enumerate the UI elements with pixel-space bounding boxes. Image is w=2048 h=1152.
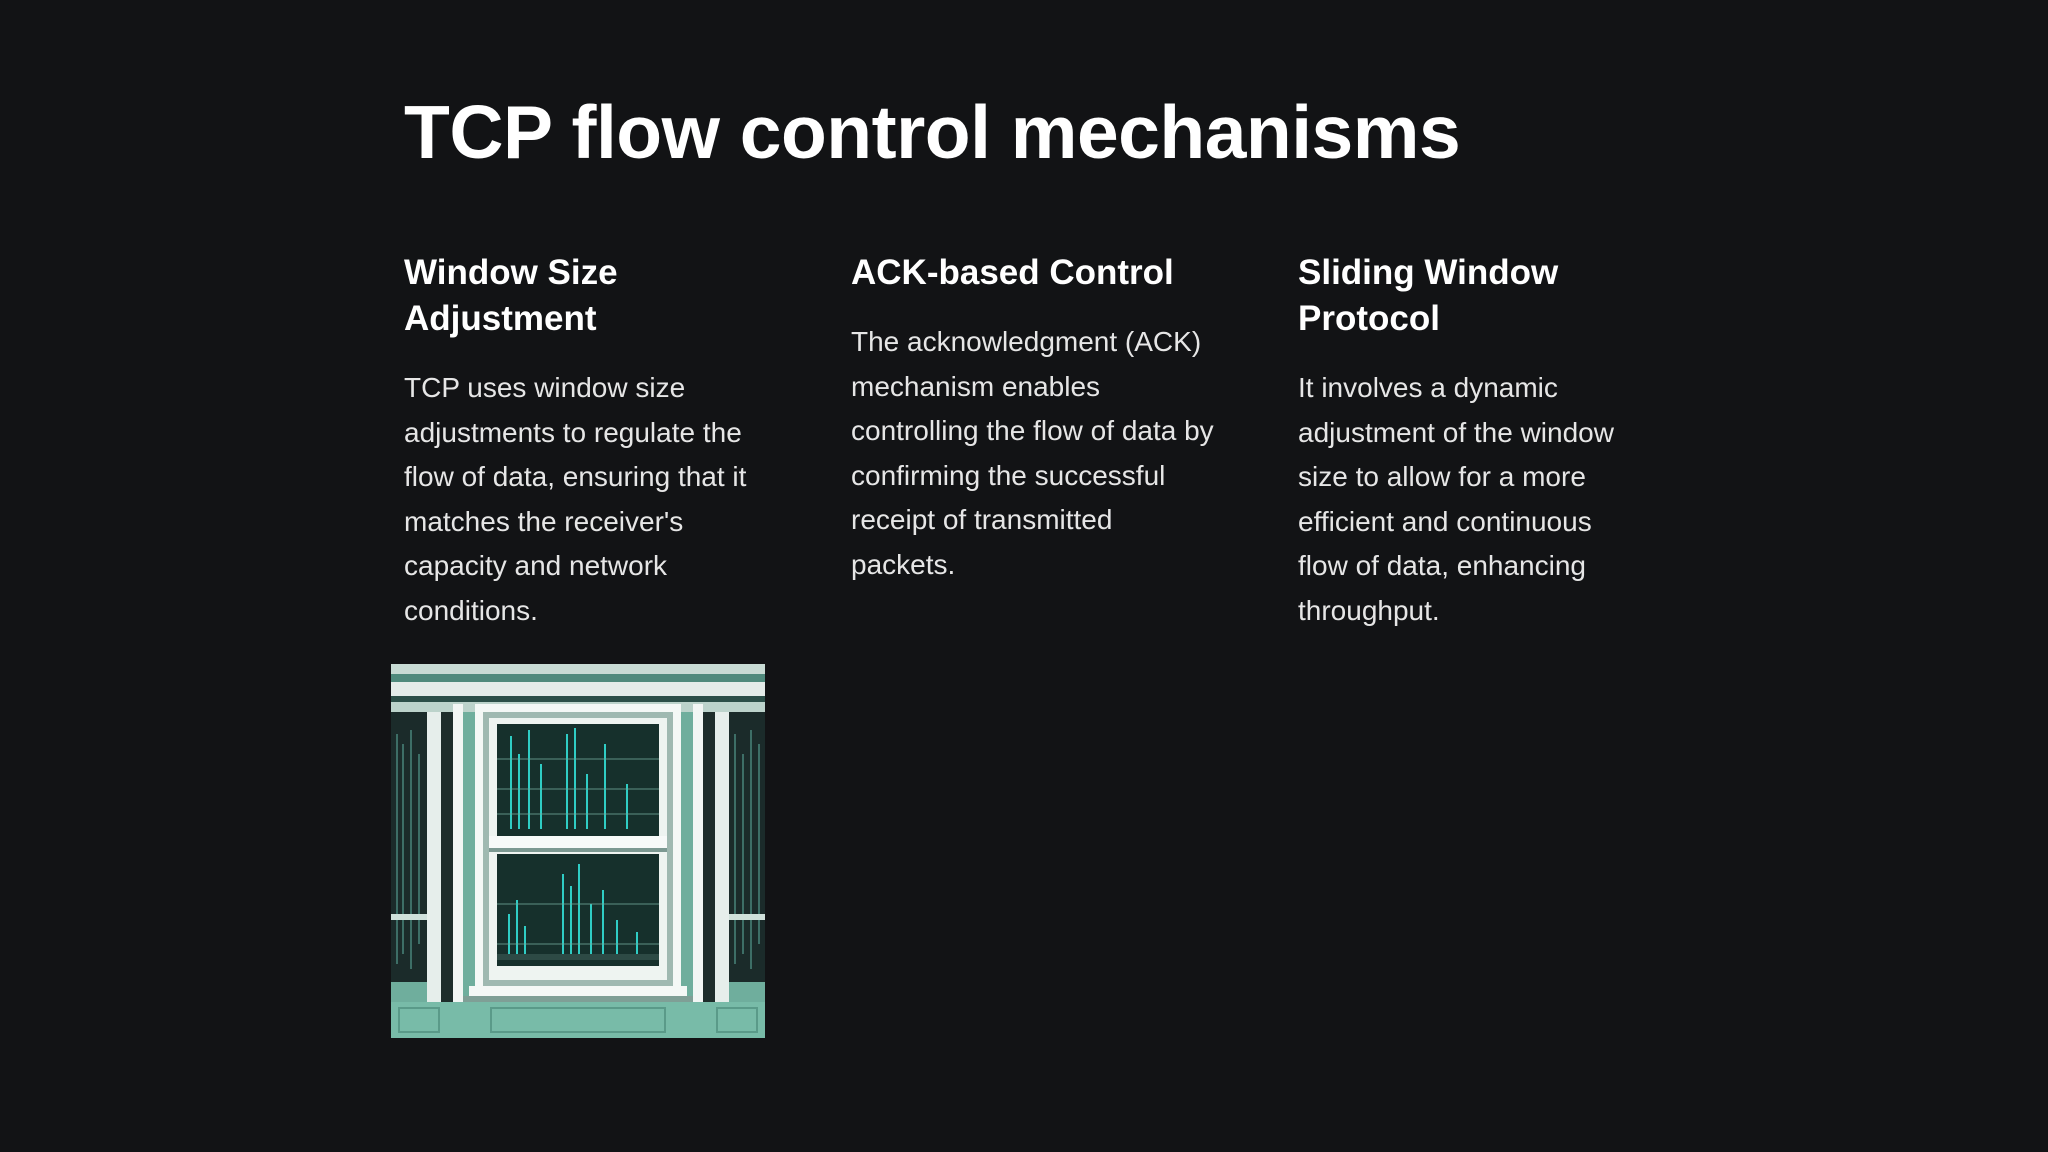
column-body: TCP uses window size adjustments to regu… (404, 372, 747, 626)
column-sliding-window-protocol: Sliding Window Protocol It involves a dy… (1298, 250, 1658, 633)
window-illustration-image (391, 664, 765, 1038)
column-ack-based-control: ACK-based Control The acknowledgment (AC… (851, 250, 1214, 587)
window-illustration-icon (391, 664, 765, 1038)
column-heading: Window Size Adjustment (404, 253, 618, 338)
column-body: It involves a dynamic adjustment of the … (1298, 372, 1614, 626)
column-window-size-adjustment: Window Size Adjustment TCP uses window s… (404, 250, 764, 633)
column-body: The acknowledgment (ACK) mechanism enabl… (851, 326, 1214, 580)
slide-title: TCP flow control mechanisms (404, 90, 1461, 174)
column-heading: Sliding Window Protocol (1298, 253, 1559, 338)
column-heading: ACK-based Control (851, 253, 1174, 292)
